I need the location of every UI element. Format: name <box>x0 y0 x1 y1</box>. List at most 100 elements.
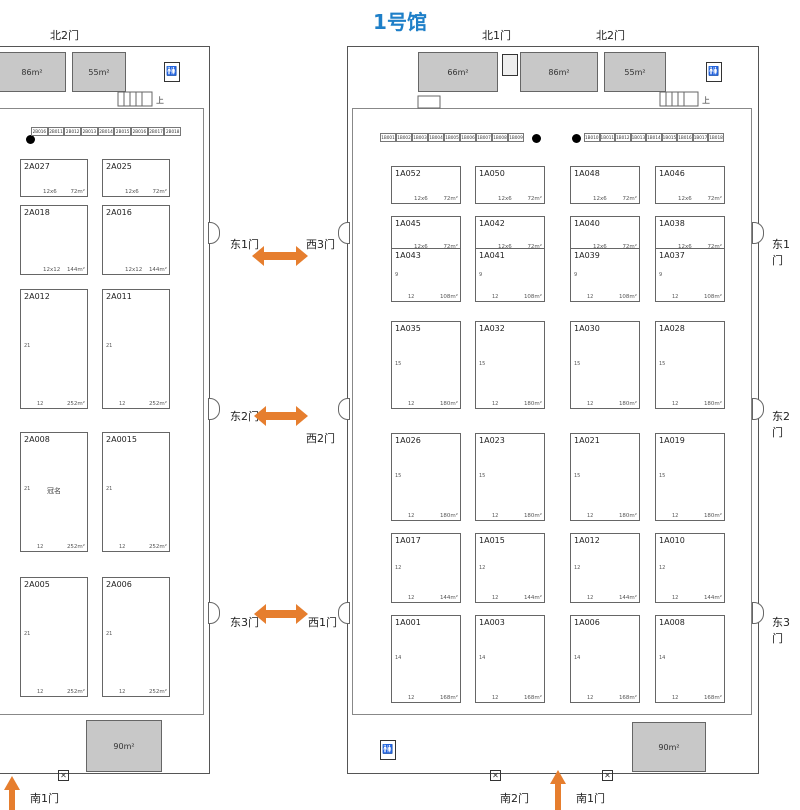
booth-code: 2A006 <box>106 580 132 589</box>
booth-bottom-length: 12 <box>492 294 499 300</box>
room-right-90: 90m² <box>632 722 706 772</box>
booth-side-length: 9 <box>574 272 578 278</box>
strip-booth-cell[interactable]: 1B001 <box>380 133 396 142</box>
strip-booth-cell[interactable]: 2B012 <box>64 127 82 136</box>
door-south1-left: 南1门 <box>30 792 59 805</box>
booth-dimensions: 12x6 <box>678 244 692 250</box>
strip-booth-cell[interactable]: 2B015 <box>114 127 132 136</box>
strip-booth-cell[interactable]: 2B017 <box>147 127 165 136</box>
booth-area: 108m² <box>523 294 542 300</box>
booth-area: 180m² <box>703 401 722 407</box>
strip-booth-cell[interactable]: 1B014 <box>646 133 662 142</box>
booth-area: 180m² <box>523 401 542 407</box>
strip-booth-cell[interactable]: 1B015 <box>661 133 678 142</box>
strip-booth-cell[interactable]: 1B003 <box>412 133 428 142</box>
strip-booth-cell[interactable]: 1B005 <box>444 133 460 142</box>
strip-booth-cell[interactable]: 2B018 <box>164 127 182 136</box>
booth-area: 72m² <box>622 196 637 202</box>
strip-booth-cell[interactable]: 1B016 <box>677 133 693 142</box>
pillar-dot-icon <box>26 135 35 144</box>
booth-sponsor-label: 冠名 <box>47 487 61 495</box>
strip-booth-cell[interactable]: 2B016 <box>31 127 48 136</box>
strip-booth-cell[interactable]: 1B013 <box>630 133 647 142</box>
booth-area: 168m² <box>523 695 542 701</box>
booth-area: 252m² <box>66 544 85 550</box>
booth-area: 144m² <box>148 267 167 273</box>
strip-booth-cell[interactable]: 1B006 <box>460 133 476 142</box>
strip-booth-cell[interactable]: 1B011 <box>599 133 616 142</box>
booth-bottom-length: 12 <box>37 689 44 695</box>
strip-booth-cell[interactable]: 2B011 <box>47 127 65 136</box>
strip-booth-cell[interactable]: 1B010 <box>584 133 600 142</box>
strip-booth-cell[interactable]: 1B004 <box>428 133 444 142</box>
strip-booth-cell[interactable]: 1B009 <box>508 133 524 142</box>
strip-booth-cell[interactable]: 1B012 <box>615 133 631 142</box>
booth-code: 2A012 <box>24 292 50 301</box>
booth-side-length: 15 <box>659 473 666 479</box>
booth-bottom-length: 12 <box>672 595 679 601</box>
booth-side-length: 12 <box>479 565 486 571</box>
elevator-icon <box>502 54 518 76</box>
x-box-icon: ✕ <box>58 770 69 781</box>
door-east3-right: 东3门 <box>772 616 790 645</box>
door-north2-right: 北2门 <box>596 29 625 42</box>
strip-booth-cell[interactable]: 2B014 <box>97 127 115 136</box>
booth-area: 252m² <box>66 401 85 407</box>
strip-booth-cell[interactable]: 1B007 <box>476 133 492 142</box>
strip-booth-cell[interactable]: 2B016 <box>131 127 148 136</box>
strip-booth-cell[interactable]: 1B008 <box>492 133 508 142</box>
booth-bottom-length: 12 <box>119 401 126 407</box>
restroom-icon: 🚻 <box>380 740 396 760</box>
booth-code: 1A012 <box>574 536 600 545</box>
booth-code: 1A039 <box>574 251 600 260</box>
booth-side-length: 15 <box>574 473 581 479</box>
booth-area: 144m² <box>703 595 722 601</box>
booth-dimensions: 12x6 <box>593 196 607 202</box>
booth-bottom-length: 12 <box>587 513 594 519</box>
booth-code: 2A0015 <box>106 435 137 444</box>
strip-booth-cell[interactable]: 2B013 <box>81 127 98 136</box>
strip-booth-cell[interactable]: 1B002 <box>396 133 412 142</box>
strip-booth-cell[interactable]: 1B018 <box>708 133 724 142</box>
strip-booth-cell[interactable]: 1B017 <box>692 133 709 142</box>
door-north2-left: 北2门 <box>50 29 79 42</box>
